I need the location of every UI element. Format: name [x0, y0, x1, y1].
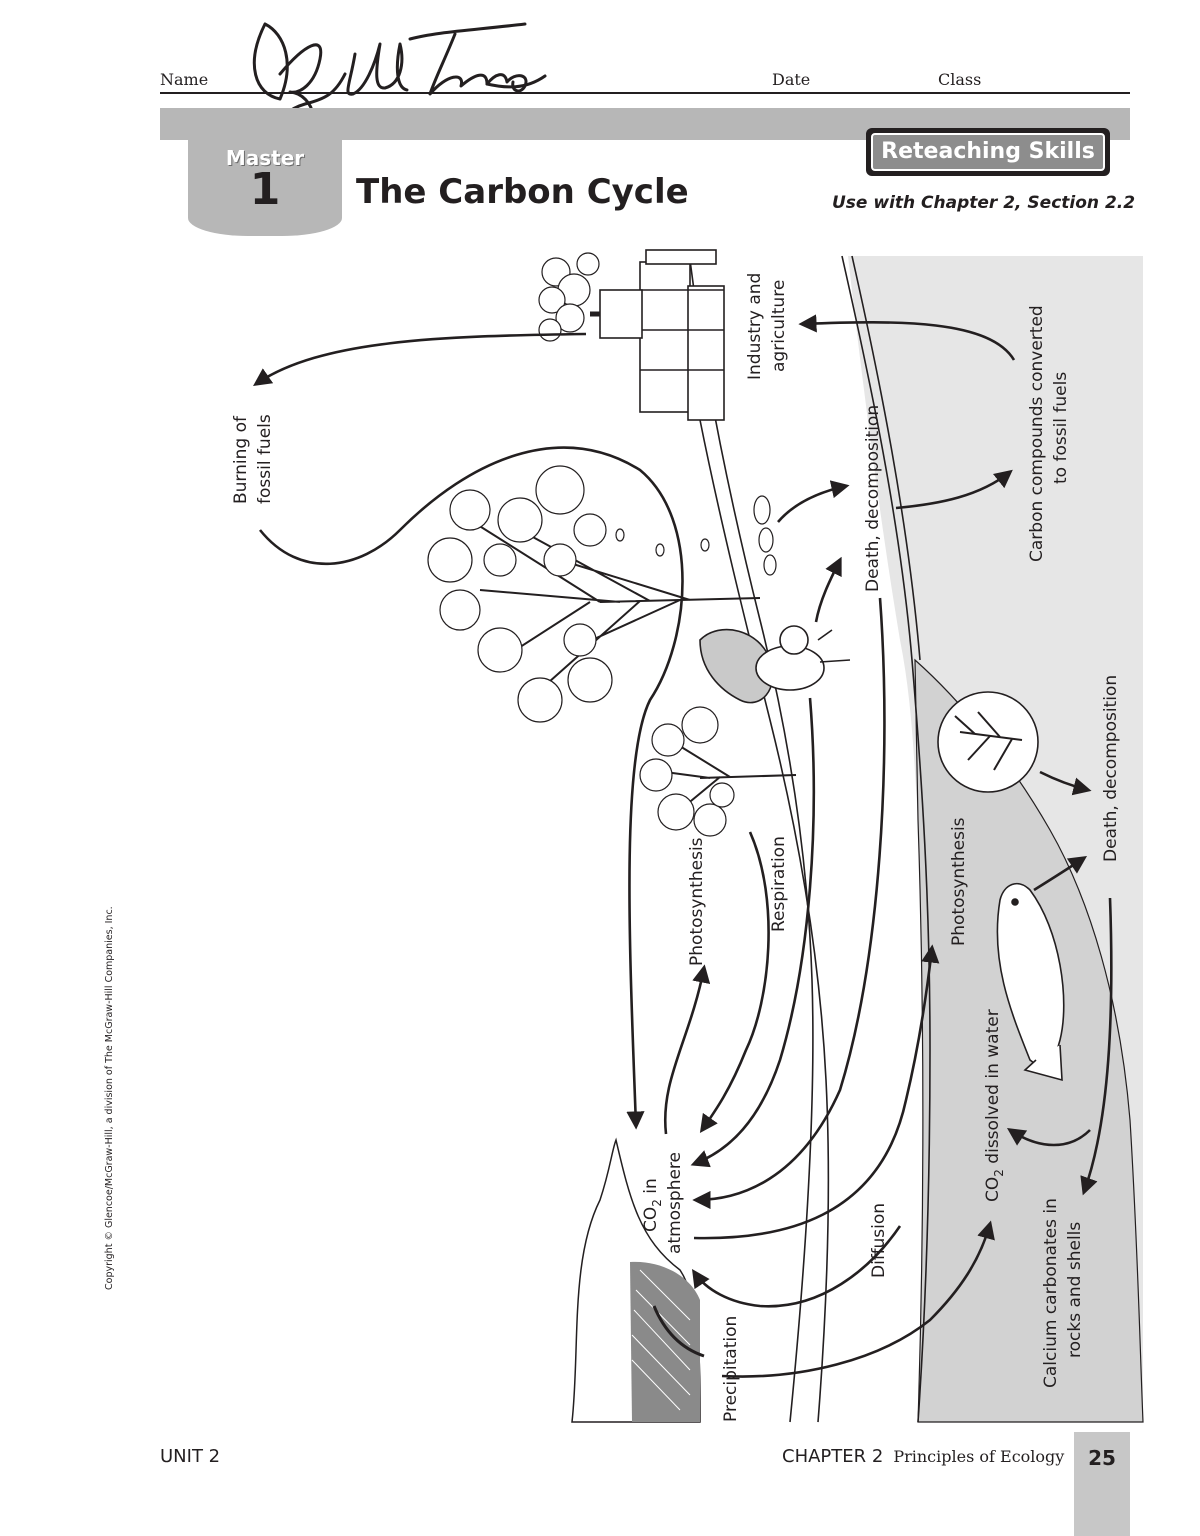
- label-calcium-1: Calcium carbonates in: [1041, 1198, 1061, 1388]
- label-photosynthesis-land: Photosynthesis: [687, 837, 707, 966]
- arrow-burning-to-co2: [258, 446, 684, 1130]
- label-co2-atmosphere-1: CO2 in: [641, 1178, 664, 1232]
- smoke-illustration: [538, 252, 600, 342]
- label-co2-water: CO2 dissolved in water: [983, 1009, 1006, 1202]
- label-death-land: Death, decomposition: [863, 405, 883, 592]
- label-burning-1: Burning of: [231, 415, 251, 504]
- chapter-label: CHAPTER 2 Principles of Ecology: [782, 1446, 1064, 1467]
- arrow-respiration-to-co2: [699, 831, 770, 1133]
- label-industry-1: Industry and: [745, 273, 765, 380]
- factory-illustration: [590, 249, 725, 421]
- reteaching-badge: Reteaching Skills: [866, 128, 1110, 176]
- master-number: 1: [249, 164, 281, 215]
- small-tree-foliage: [639, 706, 735, 837]
- coral-illustration: [937, 691, 1039, 793]
- arrow-co2-to-sea-photosynthesis: [693, 944, 940, 1240]
- squirrel-illustration: [699, 625, 851, 704]
- page-title: The Carbon Cycle: [356, 172, 689, 212]
- shoreline-inner: [851, 255, 921, 661]
- arrow-death-to-calcium: [1080, 897, 1113, 1196]
- arrow-industry-to-burning: [252, 332, 587, 387]
- label-diffusion: Diffusion: [869, 1203, 889, 1278]
- label-carbon-2: to fossil fuels: [1051, 372, 1071, 484]
- master-label: Master: [225, 146, 305, 170]
- label-co2-atmosphere-2: atmosphere: [665, 1152, 685, 1254]
- arrow-calcium-to-co2water: [1006, 1127, 1091, 1147]
- arrow-death-to-co2: [692, 597, 886, 1210]
- fish-illustration: [996, 882, 1065, 1082]
- class-label: Class: [938, 70, 982, 89]
- label-carbon-1: Carbon compounds converted: [1027, 305, 1047, 562]
- arrow-leaves-to-death: [777, 480, 850, 523]
- fallen-leaves-illustration: [615, 495, 777, 576]
- signature: [252, 22, 547, 146]
- arrow-fish-to-death: [1033, 855, 1088, 892]
- name-label: Name: [160, 70, 209, 89]
- arrow-coral-to-death: [1039, 770, 1092, 796]
- label-industry-2: agriculture: [769, 280, 789, 372]
- label-photosynthesis-sea: Photosynthesis: [949, 817, 969, 946]
- chapter-subtitle: Principles of Ecology: [893, 1447, 1065, 1466]
- name-line: [160, 92, 1130, 94]
- arrow-precipitation-stub: [652, 1305, 705, 1358]
- label-precipitation: Precipitation: [721, 1316, 741, 1422]
- label-death-sea: Death, decomposition: [1101, 675, 1121, 862]
- small-tree-illustration: [649, 739, 797, 811]
- label-calcium-2: rocks and shells: [1065, 1222, 1085, 1358]
- page-number: 25: [1088, 1446, 1116, 1470]
- chapter-number: CHAPTER 2: [782, 1446, 884, 1467]
- date-label: Date: [772, 70, 811, 89]
- use-with-note: Use with Chapter 2, Section 2.2: [832, 193, 1136, 213]
- badge-label: Reteaching Skills: [871, 133, 1105, 171]
- shoreline: [841, 255, 931, 1423]
- ground-line: [689, 259, 814, 1423]
- page-number-box: 25: [1074, 1432, 1130, 1536]
- arrow-respiration-squirrel-to-co2: [690, 697, 816, 1168]
- mountain: [571, 1137, 701, 1423]
- arrow-co2water-to-atmosphere: [691, 1225, 902, 1308]
- large-tree-foliage: [427, 465, 613, 723]
- arrow-squirrel-to-death: [814, 556, 842, 623]
- master-tab: Master 1: [188, 140, 342, 236]
- unit-label: UNIT 2: [160, 1446, 221, 1467]
- arrow-fossil-to-industry: [798, 314, 1016, 361]
- label-respiration: Respiration: [769, 836, 789, 932]
- arrow-co2-to-photosynthesis: [663, 964, 711, 1135]
- label-burning-2: fossil fuels: [255, 414, 275, 504]
- arrow-co2-down-to-water: [721, 1220, 995, 1378]
- arrow-death-to-fossil: [895, 469, 1013, 510]
